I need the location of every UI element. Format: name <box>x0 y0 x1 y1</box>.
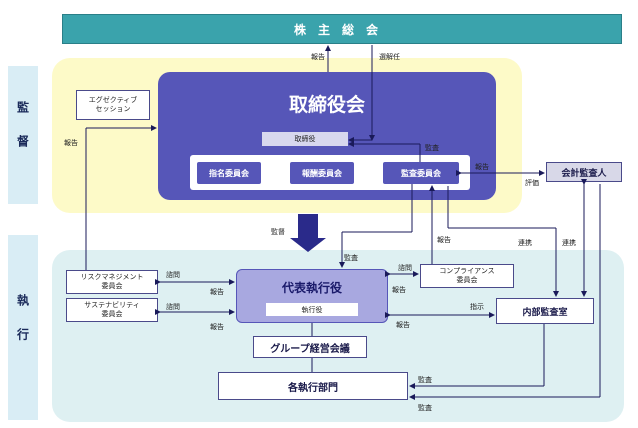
ceo-title: 代表執行役 <box>281 280 342 295</box>
nomination-committee: 指名委員会 <box>197 162 261 184</box>
shareholders-meeting: 株主総会 <box>62 14 622 44</box>
shareholders-label: 株主総会 <box>293 22 390 37</box>
departments-label: 各執行部門 <box>288 382 338 394</box>
internal-audit-office: 内部監査室 <box>496 298 594 324</box>
edge-label-audit-ceo: 監査 <box>344 254 358 262</box>
sustainability-committee-label: サステナビリティ 委員会 <box>84 300 140 318</box>
risk-committee-label: リスクマネジメント 委員会 <box>80 272 144 290</box>
supervision-band-label: 監督 <box>8 66 38 204</box>
edge-label-risk-report: 報告 <box>64 139 78 147</box>
sustainability-committee: サステナビリティ 委員会 <box>66 298 158 322</box>
edge-label-consult-risk: 諮問 <box>166 271 180 279</box>
execution-label: 執行 <box>15 293 30 362</box>
edge-label-report-compliance: 報告 <box>392 286 406 294</box>
executive-session: エグゼクティブ セッション <box>76 90 150 120</box>
edge-label-report-internal: 報告 <box>396 321 410 329</box>
edge-label-elect: 選解任 <box>379 53 400 61</box>
edge-label-audit-dept1: 監査 <box>418 376 432 384</box>
edge-label-report-sust: 報告 <box>210 323 224 331</box>
edge-label-audit-cmte: 監査 <box>425 144 439 152</box>
audit-committee: 監査委員会 <box>383 162 459 184</box>
ceo-members: 執行役 <box>266 303 358 316</box>
edge-label-coop-audit: 連携 <box>518 239 532 247</box>
edge-label-compliance-report: 報告 <box>437 236 451 244</box>
internal-audit-label: 内部監査室 <box>522 307 568 318</box>
edge-label-instruct: 指示 <box>470 303 484 311</box>
auditor-label: 会計監査人 <box>561 168 607 179</box>
execution-band-label: 執行 <box>8 235 38 420</box>
board-members: 取締役 <box>262 132 348 146</box>
group-meeting-label: グループ経営会議 <box>270 343 350 355</box>
compliance-committee: コンプライアンス 委員会 <box>420 264 514 288</box>
supervision-arrow <box>290 214 326 252</box>
supervision-label: 監督 <box>15 101 30 169</box>
board-title: 取締役会 <box>288 93 365 116</box>
edge-label-evaluation: 評価 <box>525 179 539 187</box>
compliance-committee-label: コンプライアンス 委員会 <box>439 266 495 284</box>
edge-label-consult-sust: 諮問 <box>166 303 180 311</box>
edge-label-coop-auditor: 連携 <box>562 239 576 247</box>
group-management-meeting: グループ経営会議 <box>253 336 367 358</box>
executive-departments: 各執行部門 <box>218 372 408 400</box>
edge-label-big-arrow: 監督 <box>271 228 285 236</box>
edge-label-report-risk: 報告 <box>210 288 224 296</box>
edge-label-auditor-report: 報告 <box>475 163 489 171</box>
executive-session-label: エグゼクティブ セッション <box>88 95 138 113</box>
edge-label-report-sh: 報告 <box>311 53 325 61</box>
compensation-committee: 報酬委員会 <box>290 162 354 184</box>
edge-label-audit-dept2: 監査 <box>418 404 432 412</box>
edge-label-consult-compliance: 諮問 <box>398 264 412 272</box>
